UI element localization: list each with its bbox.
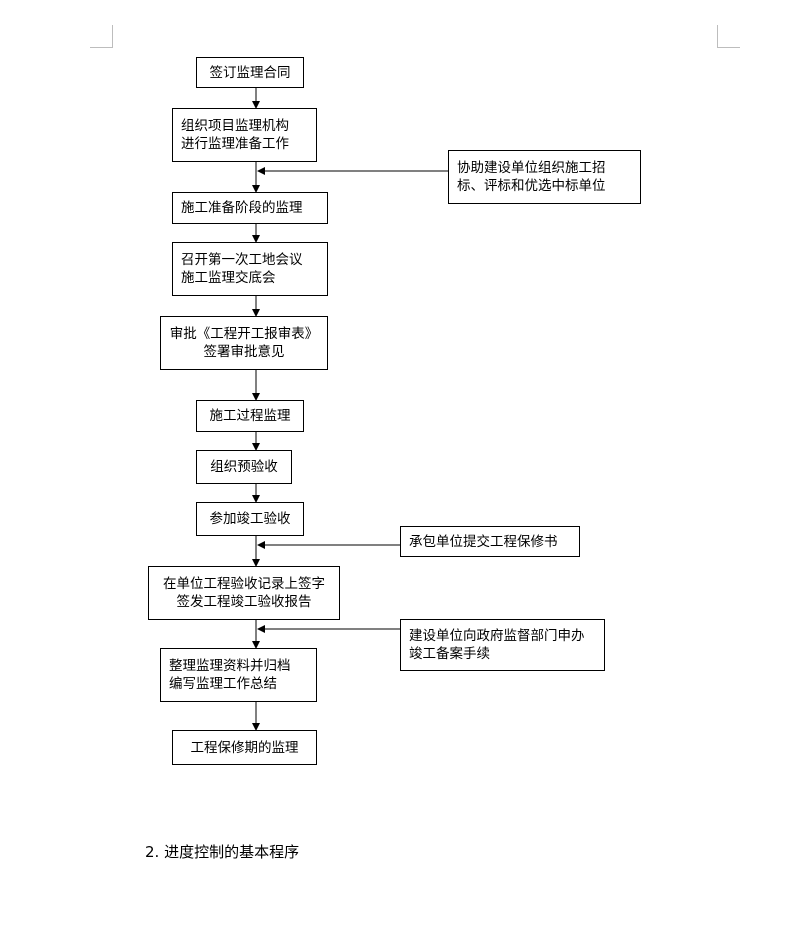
step-preparation-supervision: 施工准备阶段的监理 xyxy=(172,192,328,224)
step-line: 参加竣工验收 xyxy=(209,511,291,527)
step-line: 签署审批意见 xyxy=(203,344,285,360)
step-line: 竣工备案手续 xyxy=(409,646,490,662)
section-heading: 2. 进度控制的基本程序 xyxy=(145,843,300,861)
side-warranty-submission: 承包单位提交工程保修书 xyxy=(400,526,580,557)
step-line: 在单位工程验收记录上签字 xyxy=(163,576,325,592)
step-line: 签订监理合同 xyxy=(209,64,291,81)
step-line: 召开第一次工地会议 xyxy=(181,252,303,268)
step-line: 工程保修期的监理 xyxy=(190,739,299,756)
step-line: 施工监理交底会 xyxy=(181,270,276,286)
step-organize-institution: 组织项目监理机构 进行监理准备工作 xyxy=(172,108,317,162)
step-line: 施工准备阶段的监理 xyxy=(181,200,303,216)
side-completion-filing: 建设单位向政府监督部门申办 竣工备案手续 xyxy=(400,619,605,671)
page-corner-mark-right xyxy=(717,25,740,48)
step-pre-acceptance: 组织预验收 xyxy=(196,450,292,484)
step-first-site-meeting: 召开第一次工地会议 施工监理交底会 xyxy=(172,242,328,296)
step-sign-contract: 签订监理合同 xyxy=(196,57,304,88)
step-sign-acceptance-report: 在单位工程验收记录上签字 签发工程竣工验收报告 xyxy=(148,566,340,620)
step-warranty-supervision: 工程保修期的监理 xyxy=(172,730,317,765)
step-line: 组织预验收 xyxy=(210,459,278,475)
step-line: 标、评标和优选中标单位 xyxy=(457,178,606,194)
step-line: 整理监理资料并归档 xyxy=(169,658,291,674)
step-completion-acceptance: 参加竣工验收 xyxy=(196,502,304,536)
step-line: 进行监理准备工作 xyxy=(181,136,289,152)
step-line: 签发工程竣工验收报告 xyxy=(176,594,312,610)
side-assist-bidding: 协助建设单位组织施工招 标、评标和优选中标单位 xyxy=(448,150,641,204)
page-corner-mark-left xyxy=(90,25,113,48)
step-line: 建设单位向政府监督部门申办 xyxy=(409,628,585,644)
step-line: 承包单位提交工程保修书 xyxy=(409,533,558,550)
step-archive-summary: 整理监理资料并归档 编写监理工作总结 xyxy=(160,648,317,702)
step-line: 施工过程监理 xyxy=(209,408,291,424)
step-construction-process: 施工过程监理 xyxy=(196,400,304,432)
step-line: 协助建设单位组织施工招 xyxy=(457,160,606,176)
step-line: 编写监理工作总结 xyxy=(169,676,277,692)
step-line: 审批《工程开工报审表》 xyxy=(169,326,319,342)
step-approve-commencement: 审批《工程开工报审表》 签署审批意见 xyxy=(160,316,328,370)
step-line: 组织项目监理机构 xyxy=(181,118,289,134)
